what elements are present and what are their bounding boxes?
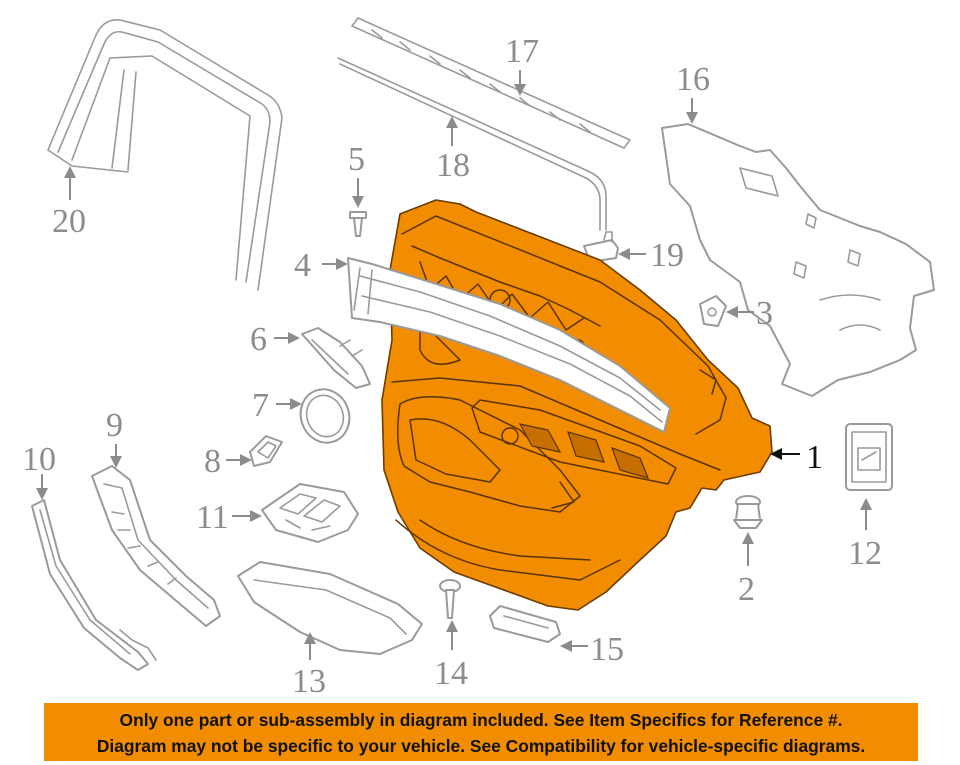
part-13-armrest-pad <box>237 561 423 655</box>
part-2-push-clip <box>733 495 763 529</box>
part-14-screw <box>439 579 461 619</box>
callout-2: 2 <box>738 571 755 608</box>
callout-18: 18 <box>436 147 470 184</box>
notice-line-2: Diagram may not be specific to your vehi… <box>96 736 866 756</box>
arrow-20 <box>64 166 76 178</box>
callout-20: 20 <box>52 203 86 240</box>
arrow-9 <box>110 456 122 468</box>
part-4-armrest-trim <box>347 257 671 433</box>
callout-5: 5 <box>348 141 365 178</box>
callout-3: 3 <box>756 295 773 332</box>
callout-13: 13 <box>292 663 326 700</box>
callout-14: 14 <box>434 655 468 692</box>
arrow-10 <box>36 488 48 500</box>
part-6-bracket <box>301 327 371 389</box>
callout-17: 17 <box>505 33 539 70</box>
arrow-5 <box>352 196 364 208</box>
part-10-garnish <box>31 499 157 671</box>
part-18-weatherstrip <box>337 57 607 231</box>
arrow-3 <box>726 306 738 318</box>
part-15-courtesy-lamp <box>489 605 561 643</box>
arrow-12 <box>860 498 872 510</box>
compatibility-notice: Only one part or sub-assembly in diagram… <box>44 703 918 761</box>
part-20-window-frame <box>47 18 283 291</box>
part-7-speaker-ring <box>299 388 351 444</box>
part-11-switch-panel <box>261 483 359 543</box>
arrow-17 <box>514 84 526 96</box>
arrow-6 <box>288 332 300 344</box>
callout-10: 10 <box>22 441 56 478</box>
notice-line-1: Only one part or sub-assembly in diagram… <box>119 710 843 730</box>
callout-9: 9 <box>106 407 123 444</box>
callout-8: 8 <box>204 443 221 480</box>
callout-7: 7 <box>252 387 269 424</box>
arrow-2 <box>742 532 754 544</box>
arrow-16 <box>686 112 698 124</box>
callout-16: 16 <box>676 61 710 98</box>
callout-11: 11 <box>196 499 229 536</box>
part-3-retainer <box>699 295 727 327</box>
arrow-8 <box>240 454 252 466</box>
arrow-18 <box>446 116 458 128</box>
part-5-screw <box>349 211 367 237</box>
callout-4: 4 <box>294 247 311 284</box>
callout-1: 1 <box>806 439 823 476</box>
part-17-belt-molding <box>351 17 631 149</box>
arrow-7 <box>290 398 302 410</box>
arrow-13 <box>304 632 316 644</box>
part-12-window-switch <box>845 423 893 491</box>
arrow-14 <box>446 620 458 632</box>
arrow-1 <box>770 448 782 460</box>
callout-12: 12 <box>848 535 882 572</box>
part-9-pull-handle <box>91 465 221 627</box>
callout-6: 6 <box>250 321 267 358</box>
arrow-4 <box>336 258 348 270</box>
part-8-switch-bezel <box>249 435 283 467</box>
callout-19: 19 <box>650 237 684 274</box>
arrow-19 <box>618 248 630 260</box>
part-16-water-shield <box>661 123 935 397</box>
arrow-15 <box>560 640 572 652</box>
callout-15: 15 <box>590 631 624 668</box>
arrow-11 <box>250 510 262 522</box>
